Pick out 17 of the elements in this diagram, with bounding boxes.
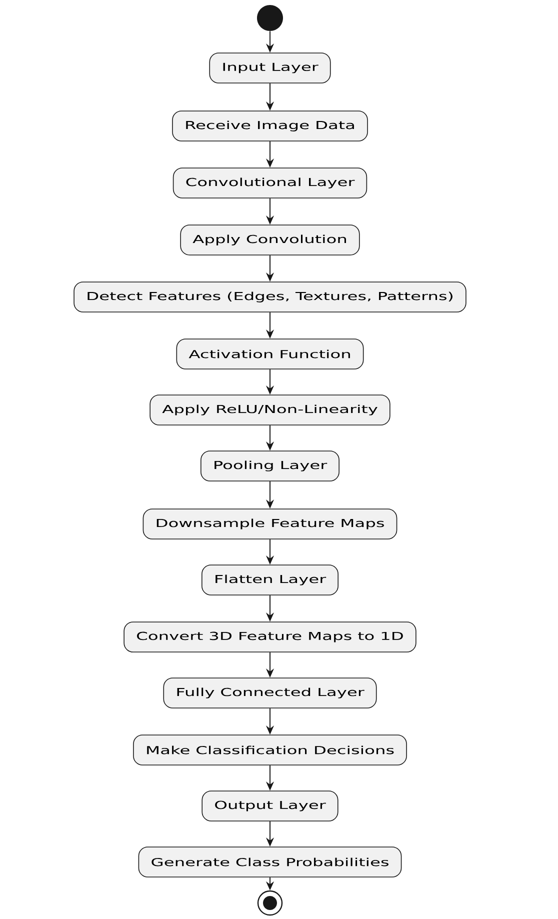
activity-box: Apply ReLU/Non-Linearity xyxy=(150,394,390,426)
activity-box: Generate Class Probabilities xyxy=(138,846,402,878)
activity-box: Activation Function xyxy=(176,338,364,370)
activity-box: Make Classification Decisions xyxy=(133,734,407,766)
activity-box: Convert 3D Feature Maps to 1D xyxy=(124,622,416,652)
activity-box: Input Layer xyxy=(209,52,331,84)
activity-box: Detect Features (Edges, Textures, Patterns) xyxy=(74,282,466,312)
activity-box: Flatten Layer xyxy=(202,564,338,596)
activity-box: Convolutional Layer xyxy=(172,168,368,198)
activity-box: Output Layer xyxy=(202,790,338,822)
end-circle xyxy=(257,890,283,916)
activity-box: Pooling Layer xyxy=(200,450,340,482)
activity-box: Receive Image Data xyxy=(172,110,368,142)
activity-box: Apply Convolution xyxy=(180,224,360,256)
activity-box: Downsample Feature Maps xyxy=(142,508,398,540)
start-circle xyxy=(257,5,283,31)
activity-box: Fully Connected Layer xyxy=(163,678,377,708)
